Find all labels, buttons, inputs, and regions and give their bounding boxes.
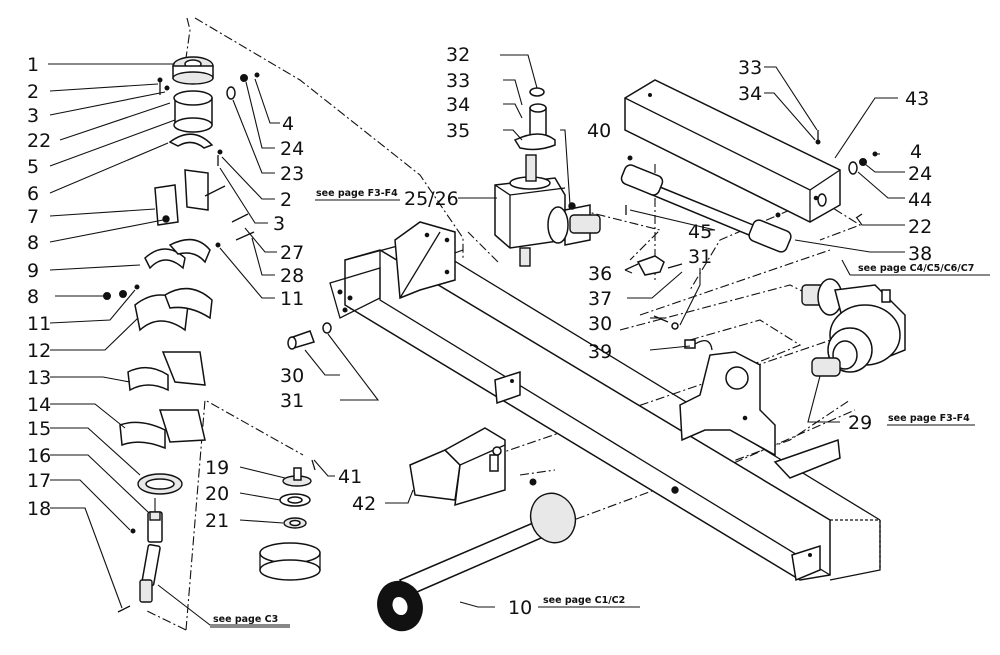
callout-8: 8: [27, 286, 39, 308]
gearbox: [494, 87, 713, 351]
callout-labels: 1 2 3 22 5 6 7 8 9 8 11 12 13 14 15 16 1…: [27, 44, 932, 619]
callout-35: 35: [446, 120, 470, 142]
page-ref-f3-f4: see page F3-F4: [888, 413, 970, 424]
callout-15: 15: [27, 418, 51, 440]
callout-24: 24: [908, 163, 932, 185]
callout-4: 4: [910, 141, 922, 163]
callout-19: 19: [205, 457, 229, 479]
page-ref-c1-c2: see page C1/C2: [543, 595, 625, 606]
callout-16: 16: [27, 445, 51, 467]
callout-3: 3: [27, 105, 39, 127]
callout-18: 18: [27, 498, 51, 520]
callout-30: 30: [280, 365, 304, 387]
callout-30: 30: [588, 313, 612, 335]
callout-12: 12: [27, 340, 51, 362]
callout-29: 29: [848, 412, 872, 434]
leader-lines: [48, 54, 990, 628]
callout-17: 17: [27, 470, 51, 492]
callout-45: 45: [688, 221, 712, 243]
fastener-parts: [103, 72, 332, 350]
shield-and-shaft: [620, 79, 878, 253]
callout-37: 37: [588, 288, 612, 310]
page-references: see page F3-F4 see page C4/C5/C6/C7 see …: [213, 188, 974, 625]
callout-23: 23: [280, 163, 304, 185]
callout-27: 27: [280, 242, 304, 264]
callout-21: 21: [205, 510, 229, 532]
spindle-parts: [259, 459, 321, 581]
callout-25-26: 25/26: [404, 188, 459, 210]
callout-42: 42: [352, 493, 376, 515]
callout-11: 11: [280, 288, 304, 310]
callout-1: 1: [27, 54, 39, 76]
guard-and-pto: [377, 427, 577, 632]
callout-40: 40: [587, 120, 611, 142]
callout-41: 41: [338, 466, 362, 488]
callout-38: 38: [908, 243, 932, 265]
callout-28: 28: [280, 265, 304, 287]
callout-36: 36: [588, 263, 612, 285]
callout-44: 44: [908, 189, 932, 211]
callout-31: 31: [688, 246, 712, 268]
callout-22: 22: [908, 216, 932, 238]
callout-31: 31: [280, 390, 304, 412]
callout-43: 43: [905, 88, 929, 110]
callout-34: 34: [446, 94, 470, 116]
callout-7: 7: [27, 206, 39, 228]
callout-32: 32: [446, 44, 470, 66]
callout-14: 14: [27, 394, 51, 416]
page-ref-c4-c7: see page C4/C5/C6/C7: [858, 263, 974, 274]
callout-5: 5: [27, 156, 39, 178]
page-ref-f3-f4: see page F3-F4: [316, 188, 398, 199]
callout-10: 10: [508, 597, 532, 619]
callout-3: 3: [273, 213, 285, 235]
callout-33: 33: [738, 57, 762, 79]
right-gearbox: [801, 278, 906, 377]
callout-11: 11: [27, 313, 51, 335]
callout-2: 2: [280, 189, 292, 211]
callout-39: 39: [588, 341, 612, 363]
callout-6: 6: [27, 183, 39, 205]
callout-22: 22: [27, 130, 51, 152]
callout-8: 8: [27, 232, 39, 254]
callout-24: 24: [280, 138, 304, 160]
callout-9: 9: [27, 260, 39, 282]
callout-4: 4: [282, 113, 294, 135]
callout-20: 20: [205, 483, 229, 505]
callout-13: 13: [27, 367, 51, 389]
main-frame-beam: [329, 221, 881, 582]
page-ref-c3: see page C3: [213, 614, 278, 625]
callout-33: 33: [446, 70, 470, 92]
left-stack-parts: [117, 56, 214, 613]
callout-2: 2: [27, 81, 39, 103]
callout-34: 34: [738, 83, 762, 105]
